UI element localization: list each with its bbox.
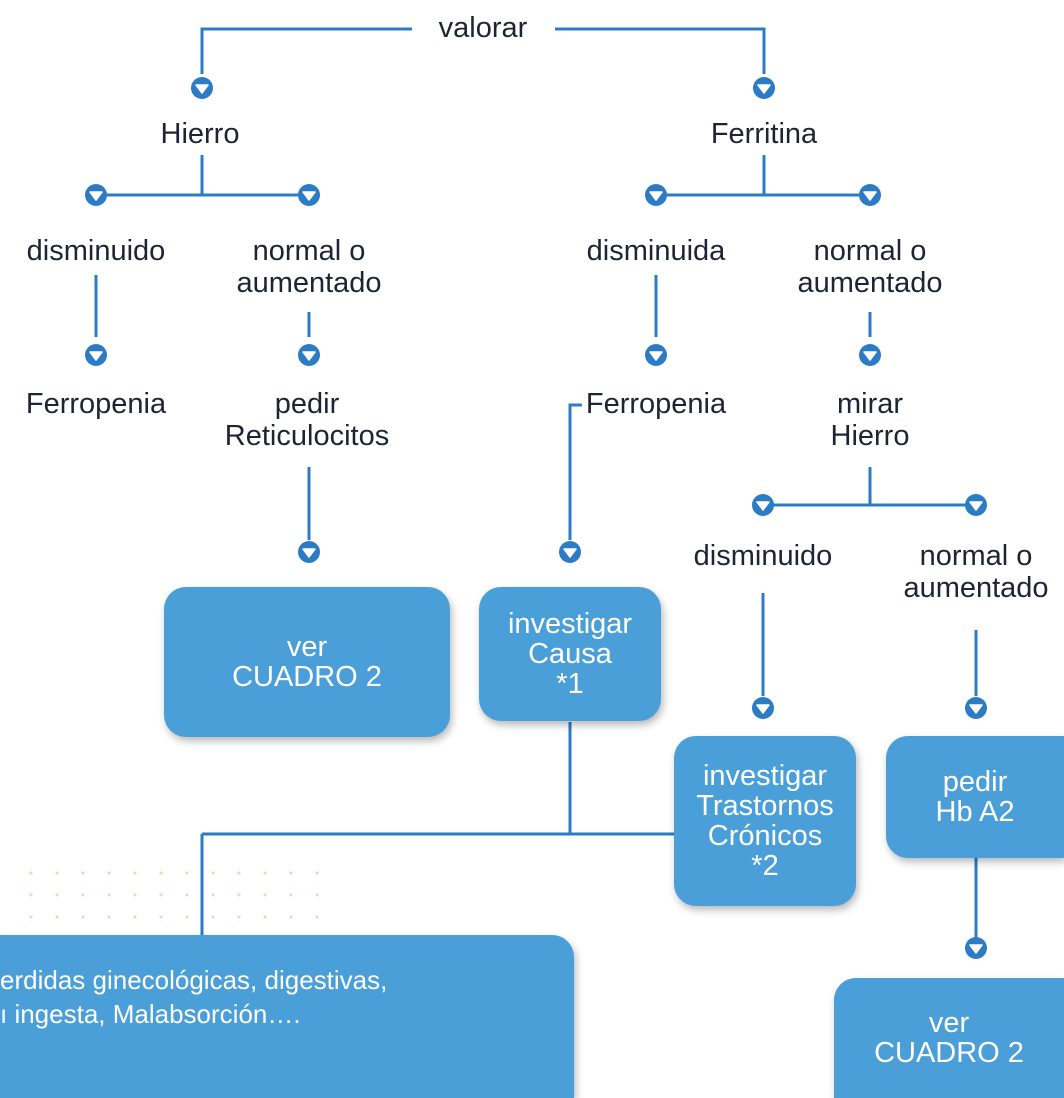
node-mirar-hierro: mirar Hierro [824, 388, 916, 452]
connector-mirar-hierro-split [763, 467, 976, 507]
arrow-ferritina-icon [753, 77, 775, 99]
box-ver-cuadro-2-left: ver CUADRO 2 [164, 587, 450, 737]
node-hierro-normal-o-aumentado: normal o aumentado [230, 235, 388, 299]
arrow-ver-cuadro-left-icon [298, 541, 320, 563]
arrow-ver-cuadro-right-icon [965, 937, 987, 959]
box-causes-note: erdidas ginecológicas, digestivas, ı ing… [0, 935, 574, 1098]
arrow-ferritina-normal-icon [859, 184, 881, 206]
connector-top-left-branch [200, 27, 412, 74]
arrow-investigar-causa-icon [559, 541, 581, 563]
arrow-ferropenia-mid-icon [645, 344, 667, 366]
node-valorar: valorar [432, 12, 534, 44]
node-mirar-normal-o-aumentado: normal o aumentado [897, 540, 1055, 604]
arrow-hierro-disminuido-icon [85, 184, 107, 206]
connector-ferritina-split [656, 155, 870, 197]
connector-hierro-split [96, 155, 309, 197]
node-pedir-reticulocitos: pedir Reticulocitos [218, 388, 396, 452]
connector-causa-down [202, 722, 676, 836]
arrow-ferropenia-left-icon [85, 344, 107, 366]
arrow-hierro-normal-icon [298, 184, 320, 206]
node-ferritina-normal-o-aumentado: normal o aumentado [791, 235, 949, 299]
arrow-pedir-reticulocitos-icon [298, 344, 320, 366]
decorative-dot-pattern [18, 862, 338, 922]
node-hierro: Hierro [154, 118, 246, 150]
arrow-mirar-hierro-icon [859, 344, 881, 366]
connector-top-right-branch [555, 27, 766, 74]
box-investigar-causa: investigar Causa *1 [479, 587, 661, 721]
arrow-mirar-normal-icon [965, 494, 987, 516]
arrow-investigar-cronicos-icon [752, 697, 774, 719]
arrow-mirar-disminuido-icon [752, 494, 774, 516]
node-ferritina: Ferritina [704, 118, 824, 150]
node-ferritina-disminuida: disminuida [580, 235, 732, 267]
node-ferropenia-left: Ferropenia [19, 388, 173, 420]
node-ferropenia-mid: Ferropenia [581, 388, 731, 420]
node-mirar-disminuido: disminuido [687, 540, 839, 572]
box-pedir-hb-a2: pedir Hb A2 [886, 736, 1064, 858]
box-investigar-trastornos-cronicos: investigar Trastornos Crónicos *2 [674, 736, 856, 906]
arrow-ferritina-disminuida-icon [645, 184, 667, 206]
arrow-pedir-hb-a2-icon [965, 697, 987, 719]
arrow-hierro-icon [191, 77, 213, 99]
box-ver-cuadro-2-right: ver CUADRO 2 [834, 978, 1064, 1098]
connector-ferropenia-to-causa [568, 403, 584, 540]
node-hierro-disminuido: disminuido [20, 235, 172, 267]
